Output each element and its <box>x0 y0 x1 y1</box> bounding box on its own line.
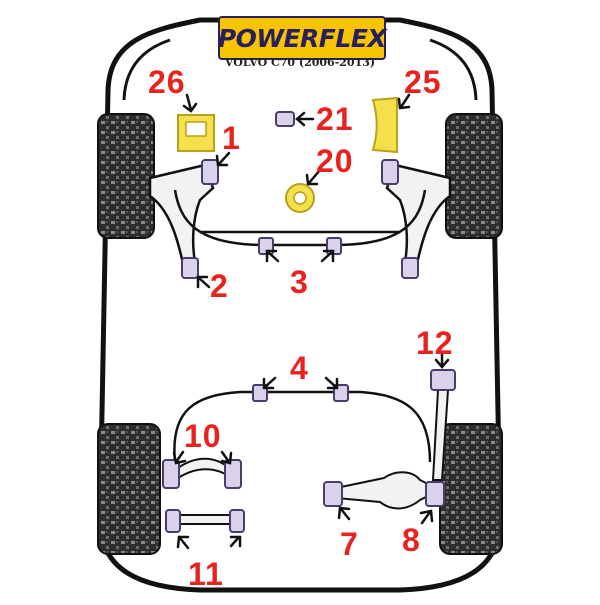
bush-12 <box>430 369 456 391</box>
callout-3: 3 <box>290 264 309 300</box>
bush-21 <box>275 111 295 127</box>
vehicle-model-label: VOLVO C70 (2006-2013) <box>224 56 376 69</box>
callout-25: 25 <box>404 64 442 100</box>
bush-2-right <box>401 257 419 279</box>
bush-1 <box>201 159 219 185</box>
callout-20: 20 <box>316 143 354 179</box>
callout-8: 8 <box>402 522 421 558</box>
rear-left-tyre <box>97 423 161 555</box>
callout-10: 10 <box>184 418 222 454</box>
callout-21: 21 <box>316 101 354 137</box>
bush-11-right <box>229 509 245 533</box>
front-left-tyre <box>97 113 155 239</box>
callout-12: 12 <box>416 325 454 361</box>
powerflex-logo: POWERFLEX <box>217 16 387 60</box>
bush-20-mount <box>285 183 315 213</box>
bush-1-right <box>381 159 399 185</box>
rear-right-tyre <box>439 423 503 555</box>
callout-2: 2 <box>210 268 229 304</box>
callout-11: 11 <box>188 556 224 592</box>
bush-11-left <box>165 509 181 533</box>
bush-26-yellow <box>177 114 215 152</box>
car-body-outline <box>97 17 503 593</box>
callout-7: 7 <box>340 526 359 562</box>
bush-7 <box>323 481 343 507</box>
front-right-tyre <box>445 113 503 239</box>
bush-25-yellow <box>371 96 398 154</box>
bush-2 <box>181 257 199 279</box>
bush-10-left <box>162 459 180 489</box>
bush-10-right <box>224 459 242 489</box>
callout-arrows <box>172 93 450 550</box>
car-body-inner-line <box>122 38 478 101</box>
front-subframe <box>173 189 427 247</box>
bush-8 <box>425 481 445 507</box>
brand-name: POWERFLEX <box>217 23 387 53</box>
rear-anti-roll-bar <box>173 390 432 463</box>
callout-4: 4 <box>290 350 309 386</box>
callout-1: 1 <box>222 120 241 156</box>
callout-26: 26 <box>148 64 186 100</box>
